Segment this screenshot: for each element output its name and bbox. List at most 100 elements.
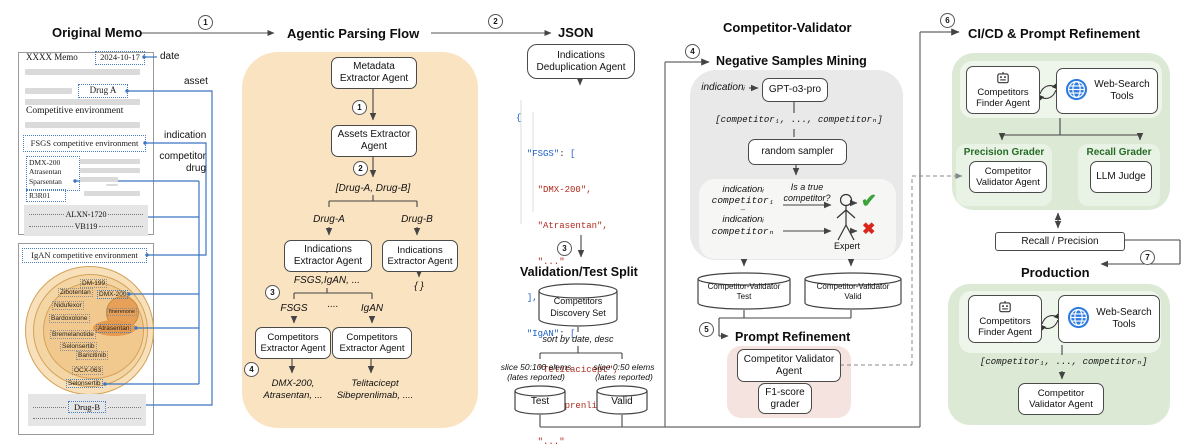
memo-doc-title: XXXX Memo bbox=[26, 52, 78, 62]
json-title: JSON bbox=[558, 25, 594, 40]
mining-title: Negative Samples Mining bbox=[716, 54, 867, 68]
code-token: : bbox=[559, 149, 565, 159]
sort-note: sort by date, desc bbox=[542, 334, 614, 344]
node-label: Tools bbox=[1110, 91, 1134, 102]
cylinder-label: Competitor-Validator bbox=[816, 282, 890, 291]
indications-extractor-agent-b: Indications Extractor Agent bbox=[382, 240, 458, 272]
expert-label: Expert bbox=[833, 241, 860, 251]
placeholder-bar bbox=[25, 99, 140, 105]
dotted-leader bbox=[29, 214, 64, 215]
circle-drug-dm199: DM-199 bbox=[80, 279, 108, 289]
node-label: Assets Extractor bbox=[337, 129, 411, 141]
memo-r3r01: R3R01 bbox=[26, 189, 66, 202]
random-sampler: random sampler bbox=[748, 139, 847, 165]
placeholder-bar bbox=[84, 191, 140, 196]
circle-drug-ocx063: OCX-063 bbox=[72, 366, 104, 376]
refine-title: Prompt Refinement bbox=[735, 330, 851, 344]
node-label: grader bbox=[770, 398, 800, 410]
competitors-discovery-set-db: Competitors Discovery Set bbox=[538, 283, 618, 327]
code-token: "FSGS" bbox=[526, 149, 560, 159]
memo-drug-b: Drug-B bbox=[68, 401, 106, 413]
node-label: Agent bbox=[775, 365, 803, 377]
globe-icon bbox=[1066, 305, 1091, 334]
test-db: Test bbox=[514, 385, 566, 415]
node-label: LLM Judge bbox=[1096, 171, 1146, 183]
fsgs-igan-output: FSGS,IgAN, ... bbox=[293, 275, 361, 286]
node-label: Web-Search bbox=[1096, 307, 1152, 319]
memo-fsgs-env: FSGS competitive environment bbox=[23, 135, 146, 152]
code-token: "Telitacicept", bbox=[537, 365, 619, 375]
step-badge-1: 1 bbox=[198, 15, 213, 30]
igan-competitors-output: Telitacicept Sibeprenlimab, .... bbox=[330, 378, 420, 401]
date-label: date bbox=[160, 51, 180, 62]
node-label: Indications bbox=[304, 244, 352, 256]
cicd-arrows bbox=[998, 118, 1181, 268]
prompt-deploy-dashed bbox=[840, 173, 963, 366]
circle-drug-baricitinib: Baricitinib bbox=[76, 351, 109, 361]
node-label: Tools bbox=[1112, 319, 1136, 330]
web-search-tools-prod: Web-Search Tools bbox=[1058, 295, 1160, 343]
json-split-arrows bbox=[539, 77, 623, 427]
circle-drug-dmx200: DMX-200 bbox=[97, 290, 129, 300]
node-label: Competitor bbox=[984, 165, 1032, 177]
cylinder-label: Test bbox=[736, 292, 752, 302]
node-label: Extractor Agent bbox=[339, 73, 409, 84]
cicd-title: CI/CD & Prompt Refinement bbox=[968, 26, 1140, 41]
globe-icon bbox=[1064, 77, 1089, 106]
checkmark-icon: ✔ bbox=[861, 191, 877, 212]
code-token: "Sibeprenlimab", bbox=[537, 401, 625, 411]
competitor-label: competitor bbox=[159, 151, 206, 162]
memo-connectors bbox=[75, 56, 213, 406]
memo-date-field: 2024-10-17 bbox=[95, 51, 145, 65]
node-label: Validator Agent bbox=[1029, 399, 1093, 410]
pair-separator: – bbox=[740, 205, 746, 214]
circle-drug-selonsertib2: Selonsertib bbox=[66, 379, 103, 389]
dotted-leader bbox=[33, 406, 67, 408]
dotted-leader bbox=[33, 418, 141, 419]
node-label: Extractor Agent bbox=[260, 343, 326, 354]
output-line: Telitacicept bbox=[351, 378, 399, 389]
cylinder-label: Competitor-Validator bbox=[707, 282, 781, 291]
question-line: competitor? bbox=[783, 192, 831, 203]
memo-section-heading: Competitive environment bbox=[26, 106, 124, 116]
mining-inner-panel bbox=[699, 179, 896, 259]
code-token: "..." bbox=[537, 257, 565, 267]
cicd-badge-6: 6 bbox=[940, 13, 955, 28]
slice-test-note: slice 50:100 elems (lates reported) bbox=[498, 362, 574, 383]
code-token: [ bbox=[570, 149, 576, 159]
node-label: GPT-o3-pro bbox=[768, 84, 822, 96]
indications-extractor-agent-a: Indications Extractor Agent bbox=[284, 240, 372, 272]
code-token: "..." bbox=[537, 437, 565, 447]
pair2-competitor: competitorₙ bbox=[711, 226, 775, 237]
node-label: Competitor bbox=[1037, 387, 1085, 399]
node-label: Finder Agent bbox=[978, 327, 1032, 339]
placeholder-bar bbox=[25, 88, 72, 94]
node-label: Competitor Validator bbox=[743, 353, 835, 365]
circle-drug-atrasentan: Atrasentan bbox=[96, 324, 132, 334]
code-token: { bbox=[516, 113, 522, 123]
node-label: Extractor Agent bbox=[293, 256, 363, 267]
cylinder-label: Valid bbox=[611, 396, 633, 407]
placeholder-bar bbox=[80, 168, 140, 173]
note-line: slice 50:100 elems bbox=[500, 362, 572, 372]
placeholder-bar bbox=[25, 122, 140, 128]
question-line: Is a true bbox=[790, 182, 824, 192]
recall-grader-label: Recall Grader bbox=[1086, 147, 1152, 158]
competitor-validator-agent-prod: Competitor Validator Agent bbox=[1018, 383, 1104, 415]
memo-alxn: ALXN-1720 bbox=[65, 210, 107, 219]
competitors-extractor-agent-a: Competitors Extractor Agent bbox=[255, 327, 331, 359]
code-token: "IgAN" bbox=[526, 329, 560, 339]
pair2-indication: indicationᵢ bbox=[722, 214, 764, 225]
node-label: Deduplication Agent bbox=[536, 61, 626, 73]
memo-title: Original Memo bbox=[52, 25, 143, 40]
placeholder-bar bbox=[80, 177, 118, 182]
step-badge-2: 2 bbox=[488, 14, 503, 29]
note-line: slice 0:50 elems bbox=[593, 362, 655, 372]
placeholder-bar bbox=[106, 184, 118, 186]
node-label: Indications bbox=[397, 244, 443, 256]
flow-arrows bbox=[288, 87, 423, 374]
node-label: F1-score bbox=[765, 386, 805, 398]
node-label: Competitors bbox=[346, 331, 398, 343]
